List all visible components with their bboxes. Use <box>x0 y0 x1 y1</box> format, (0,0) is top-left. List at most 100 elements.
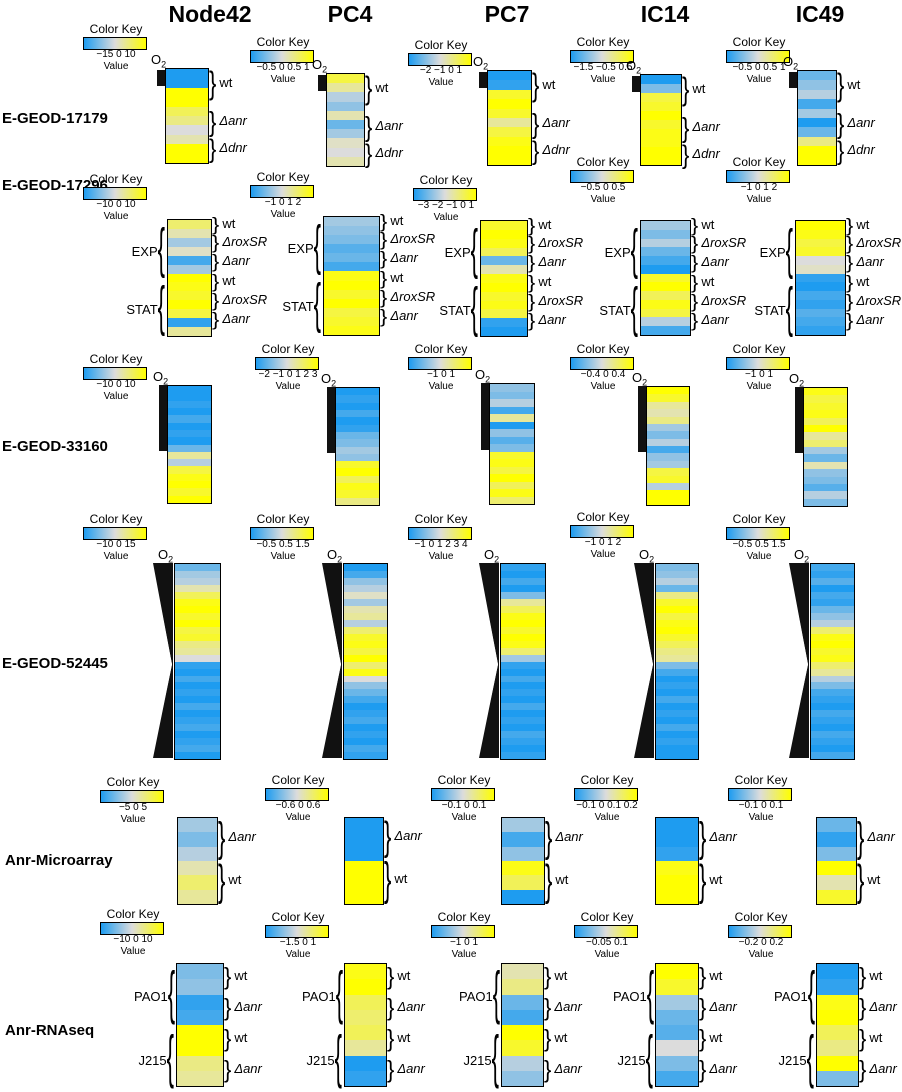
heatmap-cell <box>656 1009 698 1025</box>
heatmap-cell <box>811 654 854 662</box>
brace-text: Δanr <box>375 118 403 134</box>
o2-label: O2 <box>484 547 499 565</box>
o2-gradient-triangle <box>153 563 173 758</box>
heatmap-cell <box>175 647 220 655</box>
heatmap-cell <box>345 1009 386 1025</box>
heatmap-cell <box>324 226 379 236</box>
color-key-ticks: −0.1 0 0.1 <box>441 800 487 811</box>
heatmap-cell <box>641 111 681 120</box>
heatmap-cell <box>811 724 854 732</box>
o2-bar <box>481 383 489 450</box>
brace-glyph: } <box>528 272 536 293</box>
brace-label: }wt <box>365 72 388 104</box>
color-key-title: Color Key <box>732 512 786 526</box>
heatmap-cell <box>168 246 211 256</box>
heatmap-cell <box>168 318 211 328</box>
group-text: J215 <box>138 1053 167 1068</box>
group-label: STAT{ <box>753 275 793 338</box>
heatmap-cell <box>804 461 847 470</box>
color-key-gradient <box>408 357 472 370</box>
heatmap-cell <box>641 102 681 111</box>
heatmap-cell <box>175 724 220 732</box>
heatmap-cell <box>641 120 681 129</box>
heatmap-cell <box>656 846 698 861</box>
heatmap-cell <box>490 384 534 392</box>
color-key-title: Color Key <box>271 910 325 924</box>
brace-glyph: } <box>857 813 865 861</box>
heatmap-cell <box>481 265 527 275</box>
heatmap-cell <box>502 1025 543 1041</box>
heatmap-cell <box>817 818 856 833</box>
brace-glyph: } <box>218 855 226 905</box>
heatmap-cell <box>656 661 698 669</box>
heatmap-cell <box>804 476 847 484</box>
color-key-value-label: Value <box>428 77 454 88</box>
heatmap-cell <box>502 1040 543 1056</box>
group-label: STAT{ <box>438 275 478 338</box>
color-key-value-label: Value <box>270 74 296 85</box>
heatmap-cell <box>481 282 527 292</box>
brace-glyph: } <box>212 232 220 253</box>
heatmap-cell <box>336 439 379 447</box>
heatmap-cell <box>344 731 387 739</box>
heatmap-cell <box>798 118 836 128</box>
heatmap-cell <box>811 661 854 669</box>
brace-label: }Δanr <box>846 310 884 332</box>
color-key-title: Color Key <box>89 172 143 186</box>
heatmap-cell <box>811 619 854 627</box>
brace-glyph: } <box>691 233 699 254</box>
heatmap-cell <box>166 153 208 163</box>
color-key-value-label: Value <box>103 551 129 562</box>
brace-text: Δanr <box>394 828 422 844</box>
group-label: STAT{ <box>598 275 638 338</box>
heatmap-cell <box>481 300 527 310</box>
heatmap-cell <box>647 416 689 424</box>
heatmap-cell <box>345 818 383 833</box>
brace-glyph: } <box>380 211 388 232</box>
color-key-ticks: −1 0 1 2 3 4 <box>414 539 468 550</box>
brace-glyph: } <box>691 272 699 293</box>
heatmap-cell <box>344 612 387 620</box>
heatmap-cell <box>501 633 545 641</box>
color-key-value-label: Value <box>590 194 616 205</box>
color-key-gradient <box>265 788 329 801</box>
brace-glyph: } <box>218 813 226 861</box>
heatmap-cell <box>175 640 220 648</box>
heatmap-cell <box>804 469 847 477</box>
o2-label: O2 <box>794 547 809 565</box>
heatmap-cell <box>175 570 220 578</box>
color-key-title: Color Key <box>261 342 315 356</box>
color-key-value-label: Value <box>433 212 459 223</box>
brace-label: }wt <box>859 1026 882 1050</box>
brace-glyph: { <box>492 959 501 1026</box>
heatmap-cell <box>344 570 387 578</box>
brace-glyph: } <box>528 233 536 254</box>
heatmap-cell <box>178 846 217 861</box>
heatmap-cell <box>481 309 527 319</box>
heatmap-cell <box>796 264 845 274</box>
heatmap-cell <box>166 69 208 79</box>
heatmap-cell <box>336 490 379 498</box>
heatmap-cell <box>345 1040 386 1056</box>
heatmap-cell <box>796 326 845 335</box>
group-text: PAO1 <box>613 989 647 1004</box>
brace-text: wt <box>692 81 706 97</box>
heatmap-cell <box>811 647 854 655</box>
heatmap-cell <box>647 438 689 446</box>
color-key-gradient <box>100 790 164 803</box>
brace-text: wt <box>847 77 861 93</box>
heatmap-cell <box>804 483 847 492</box>
group-text: PAO1 <box>134 989 168 1004</box>
heatmap-cell <box>656 640 698 648</box>
o2-gradient-notch <box>634 566 653 755</box>
o2-letter: O <box>473 54 484 69</box>
heatmap-cell <box>656 682 698 690</box>
heatmap-cell <box>324 298 379 308</box>
heatmap-cell <box>811 731 854 739</box>
heatmap-cell <box>168 264 211 274</box>
